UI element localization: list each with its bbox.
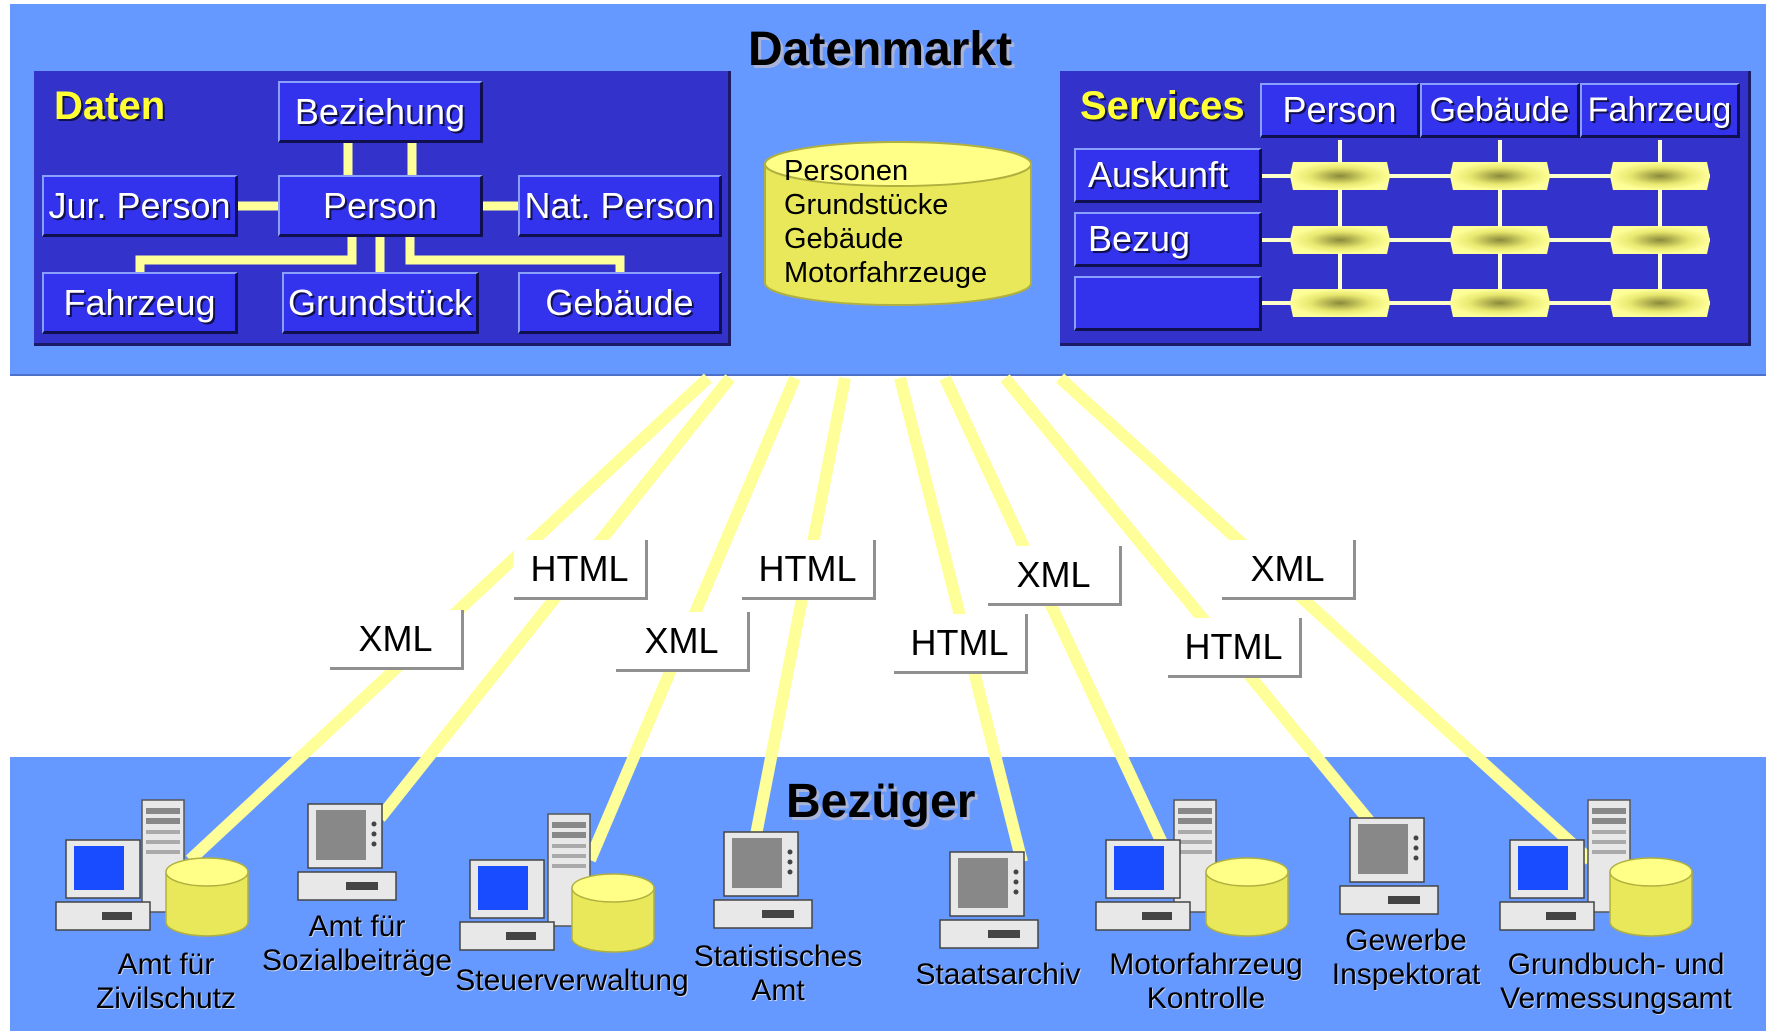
protocol-label: XML [1222,540,1356,600]
entity-grundstueck: Grundstück [282,272,479,334]
entity-nat-person: Nat. Person [518,175,722,237]
protocol-label: HTML [742,540,876,600]
database-item-motorfahrzeuge: Motorfahrzeuge [784,257,988,289]
line-gewerbe [1000,374,1380,832]
bezueger-title: Bezüger [786,775,976,828]
database-item-gebaeude: Gebäude [784,223,904,255]
entity-person: Person [278,175,483,237]
service-col-person: Person [1260,83,1420,138]
services-title: Services [1080,84,1245,128]
protocol-label: XML [330,610,464,670]
entity-jur-person: Jur. Person [42,175,238,237]
protocol-label: HTML [1168,618,1302,678]
protocol-label: XML [988,546,1122,606]
protocol-label: HTML [894,614,1028,674]
daten-title: Daten [54,84,166,128]
service-row-bezug: Bezug [1074,212,1262,267]
entity-beziehung: Beziehung [278,81,483,143]
protocol-label: HTML [514,540,648,600]
line-grundbuch [1055,373,1595,865]
protocol-label: XML [616,612,750,672]
line-motorfahrzeug [939,375,1176,863]
service-col-gebaeude: Gebäude [1420,83,1580,138]
line-statistisches-amt [749,376,851,842]
service-row-empty [1074,276,1262,331]
database-item-grundstuecke: Grundstücke [784,189,949,221]
database-item-personen: Personen [784,155,909,187]
service-col-fahrzeug: Fahrzeug [1580,83,1740,138]
page-title: Datenmarkt [748,23,1013,76]
client-label-steuerverwaltung: Steuerverwaltung [455,964,689,997]
service-row-auskunft: Auskunft [1074,148,1262,203]
entity-gebaeude: Gebäude [518,272,722,334]
client-label-staatsarchiv: Staatsarchiv [915,958,1081,991]
entity-fahrzeug: Fahrzeug [42,272,238,334]
